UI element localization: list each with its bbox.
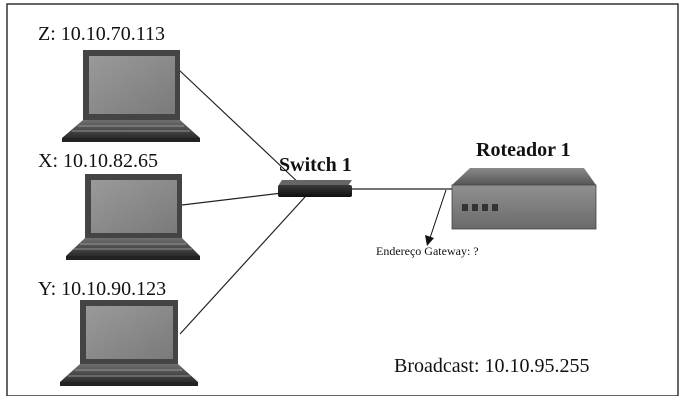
gateway-label: Endereço Gateway: ? bbox=[376, 244, 479, 258]
laptop-y-icon bbox=[60, 300, 198, 386]
router-icon bbox=[451, 168, 597, 230]
host-z-label: Z: 10.10.70.113 bbox=[38, 23, 166, 45]
switch-label: Switch 1 bbox=[279, 154, 352, 176]
diagram-border bbox=[6, 3, 679, 396]
gateway-arrow-icon bbox=[425, 189, 447, 246]
laptop-x-icon bbox=[66, 174, 200, 260]
switch-icon bbox=[278, 180, 352, 197]
link-z-switch bbox=[178, 69, 303, 187]
link-x-switch bbox=[181, 192, 283, 206]
link-y-switch bbox=[179, 196, 306, 335]
host-y-label: Y: 10.10.90.123 bbox=[38, 278, 167, 300]
broadcast-label: Broadcast: 10.10.95.255 bbox=[394, 355, 590, 377]
laptop-z-icon bbox=[62, 50, 200, 142]
host-x-label: X: 10.10.82.65 bbox=[38, 150, 158, 172]
router-label: Roteador 1 bbox=[476, 139, 571, 161]
